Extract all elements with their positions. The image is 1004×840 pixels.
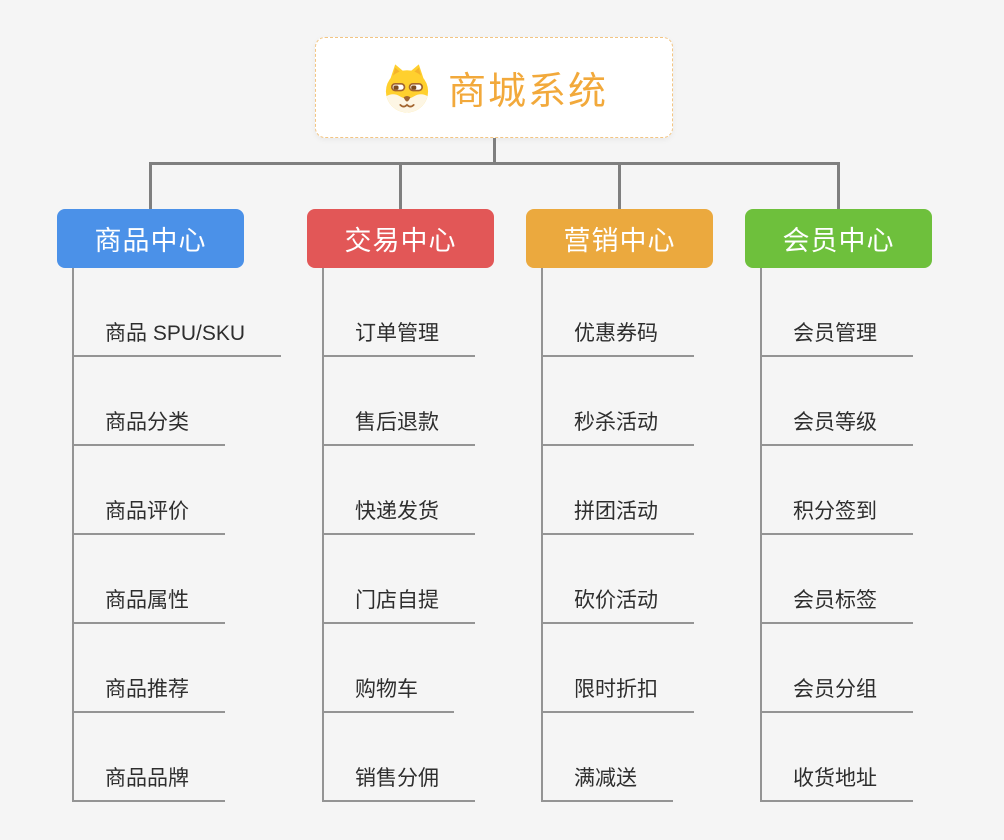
connector-drop-1 [149, 162, 152, 210]
leaf-node[interactable]: 商品推荐 [72, 676, 225, 713]
branch-label: 营销中心 [563, 226, 676, 256]
connector-drop-4 [837, 162, 840, 210]
leaf-node[interactable]: 收货地址 [760, 765, 913, 802]
leaf-node[interactable]: 拼团活动 [541, 498, 694, 535]
branch-label: 商品中心 [94, 226, 207, 256]
branch-node-trade-center[interactable]: 交易中心 [307, 209, 494, 268]
trunk-line-3 [541, 268, 543, 802]
leaf-node[interactable]: 满减送 [541, 765, 673, 802]
connector-drop-3 [618, 162, 621, 210]
leaf-node[interactable]: 订单管理 [322, 320, 475, 357]
trunk-line-1 [72, 268, 74, 802]
branch-label: 交易中心 [344, 226, 457, 256]
branch-label: 会员中心 [782, 226, 895, 256]
leaf-node[interactable]: 限时折扣 [541, 676, 694, 713]
trunk-line-4 [760, 268, 762, 802]
leaf-node[interactable]: 积分签到 [760, 498, 913, 535]
leaf-node[interactable]: 会员等级 [760, 409, 913, 446]
leaf-node[interactable]: 商品属性 [72, 587, 225, 624]
leaf-node[interactable]: 快递发货 [322, 498, 475, 535]
leaf-node[interactable]: 门店自提 [322, 587, 475, 624]
leaf-node[interactable]: 销售分佣 [322, 765, 475, 802]
leaf-node[interactable]: 商品分类 [72, 409, 225, 446]
connector-drop-2 [399, 162, 402, 210]
branch-node-member-center[interactable]: 会员中心 [745, 209, 932, 268]
root-node[interactable]: 商城系统 [315, 37, 673, 138]
leaf-node[interactable]: 商品品牌 [72, 765, 225, 802]
leaf-node[interactable]: 砍价活动 [541, 587, 694, 624]
trunk-line-2 [322, 268, 324, 802]
connector-root-stub [493, 138, 496, 163]
leaf-node[interactable]: 秒杀活动 [541, 409, 694, 446]
leaf-node[interactable]: 商品 SPU/SKU [72, 320, 282, 357]
branch-node-marketing-center[interactable]: 营销中心 [526, 209, 713, 268]
root-title: 商城系统 [447, 71, 608, 113]
doge-icon [385, 63, 429, 112]
leaf-node[interactable]: 售后退款 [322, 409, 475, 446]
leaf-node[interactable]: 会员分组 [760, 676, 913, 713]
leaf-node[interactable]: 商品评价 [72, 498, 225, 535]
leaf-node[interactable]: 会员管理 [760, 320, 913, 357]
leaf-node[interactable]: 购物车 [322, 676, 454, 713]
leaf-node[interactable]: 会员标签 [760, 587, 913, 624]
leaf-node[interactable]: 优惠券码 [541, 320, 694, 357]
branch-node-product-center[interactable]: 商品中心 [57, 209, 244, 268]
connector-horizontal [149, 162, 840, 165]
